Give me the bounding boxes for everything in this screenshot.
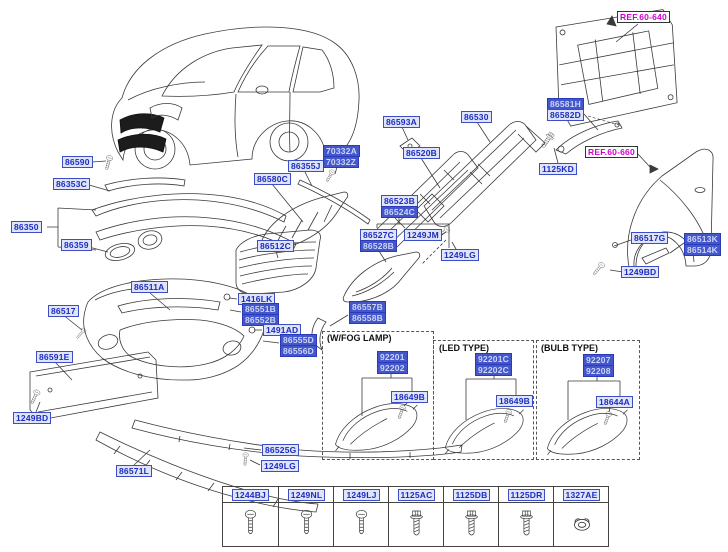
part-label-86359-3[interactable]: 86359 — [61, 239, 92, 251]
group-caption: (W/FOG LAMP) — [327, 333, 392, 343]
part-label-1249jm-38[interactable]: 1249JM — [404, 229, 442, 241]
part-label-1249lg-26[interactable]: 1249LG — [261, 460, 299, 472]
fastener-column: 1244BJ — [223, 487, 278, 546]
part-label-86590-0[interactable]: 86590 — [62, 156, 93, 168]
fastener-column: 1327AE — [553, 487, 609, 546]
part-label-70332z-7[interactable]: 70332Z — [323, 156, 360, 168]
group-caption: (BULB TYPE) — [541, 343, 598, 353]
part-label-86517-21[interactable]: 86517 — [48, 305, 79, 317]
part-label-1249bd-23[interactable]: 1249BD — [13, 412, 52, 424]
option-group-box — [322, 331, 434, 460]
fastener-header: 1125AC — [389, 487, 444, 503]
part-label-86571l-24[interactable]: 86571L — [116, 465, 153, 477]
part-label-92202c-46[interactable]: 92202C — [475, 364, 512, 376]
bolt-icon — [389, 502, 444, 546]
bolt-icon — [499, 502, 554, 546]
fastener-header: 1125DB — [444, 487, 499, 503]
part-label-86580c-4[interactable]: 86580C — [254, 173, 291, 185]
part-label-86353c-1[interactable]: 86353C — [53, 178, 90, 190]
fog-cover-drawing — [342, 251, 421, 303]
part-label-86528b-37[interactable]: 86528B — [360, 240, 397, 252]
part-label-ref-60-660-14[interactable]: REF.60-660 — [585, 146, 638, 158]
part-label-86524c-35[interactable]: 86524C — [381, 206, 418, 218]
part-label-18644a-50[interactable]: 18644A — [596, 396, 633, 408]
fastener-column: 1125DR — [498, 487, 554, 546]
part-label-18649b-47[interactable]: 18649B — [496, 395, 533, 407]
part-label-1125kd-15[interactable]: 1125KD — [539, 163, 577, 175]
part-label-86530-9[interactable]: 86530 — [461, 111, 492, 123]
part-label-86556d-32[interactable]: 86556D — [280, 345, 317, 357]
fastener-column: 1125DB — [443, 487, 499, 546]
part-label-ref-60-640-13[interactable]: REF.60-640 — [617, 11, 670, 23]
fastener-header: 1249NL — [279, 487, 334, 503]
screw-icon — [223, 502, 278, 546]
part-label-1125ac[interactable]: 1125AC — [397, 488, 436, 501]
fastener-header: 1327AE — [554, 487, 609, 503]
part-label-1249lg-39[interactable]: 1249LG — [441, 249, 479, 261]
fastener-header: 1125DR — [499, 487, 554, 503]
part-label-86511a-20[interactable]: 86511A — [131, 281, 168, 293]
fastener-column: 1249NL — [278, 487, 334, 546]
group-caption: (LED TYPE) — [439, 343, 490, 353]
part-label-1327ae[interactable]: 1327AE — [562, 488, 601, 501]
part-label-1244bj[interactable]: 1244BJ — [232, 488, 269, 501]
part-label-86591e-22[interactable]: 86591E — [36, 351, 73, 363]
bumper-cover-drawing — [83, 278, 267, 381]
part-label-86558b-41[interactable]: 86558B — [349, 312, 386, 324]
energy-absorber-drawing — [371, 151, 479, 251]
fastener-column: 1125AC — [388, 487, 444, 546]
part-label-92208-49[interactable]: 92208 — [583, 365, 614, 377]
part-label-86355j-5[interactable]: 86355J — [288, 160, 324, 172]
part-label-1249nl[interactable]: 1249NL — [287, 488, 326, 501]
side-support-bracket-drawing — [555, 115, 623, 155]
bolt-icon — [444, 502, 499, 546]
part-label-86582d-12[interactable]: 86582D — [547, 109, 584, 121]
part-label-86517g-16[interactable]: 86517G — [631, 232, 669, 244]
part-label-86525g-25[interactable]: 86525G — [262, 444, 300, 456]
option-group-box — [433, 340, 534, 460]
part-label-18649b-44[interactable]: 18649B — [391, 391, 428, 403]
option-group-box — [536, 340, 640, 460]
screw-icon — [334, 502, 389, 546]
part-label-1125db[interactable]: 1125DB — [452, 488, 491, 501]
grille-molding-drawing — [297, 179, 371, 225]
part-label-1249bd-19[interactable]: 1249BD — [621, 266, 660, 278]
part-label-86520b-10[interactable]: 86520B — [403, 147, 440, 159]
part-label-92202-43[interactable]: 92202 — [377, 362, 408, 374]
license-support-drawing — [29, 351, 159, 421]
fender-strip-drawing — [641, 247, 670, 265]
part-label-1125dr[interactable]: 1125DR — [507, 488, 546, 501]
part-label-1249lj[interactable]: 1249LJ — [343, 488, 380, 501]
part-label-86552b-29[interactable]: 86552B — [242, 314, 279, 326]
fastener-column: 1249LJ — [333, 487, 389, 546]
fastener-table: 1244BJ 1249NL 1249LJ 1125AC 1125DB 1125DR 1327… — [222, 486, 609, 547]
part-label-86514k-18[interactable]: 86514K — [684, 244, 721, 256]
nut-icon — [554, 502, 609, 546]
fastener-header: 1249LJ — [334, 487, 389, 503]
part-label-86512c-33[interactable]: 86512C — [257, 240, 294, 252]
lower-stiffener-drawing — [95, 431, 319, 513]
fastener-header: 1244BJ — [223, 487, 278, 503]
part-label-86350-2[interactable]: 86350 — [11, 221, 42, 233]
car-illustration — [111, 26, 360, 170]
part-label-86593a-8[interactable]: 86593A — [383, 116, 420, 128]
bumper-beam-drawing — [415, 121, 546, 227]
screw-icon — [279, 502, 334, 546]
